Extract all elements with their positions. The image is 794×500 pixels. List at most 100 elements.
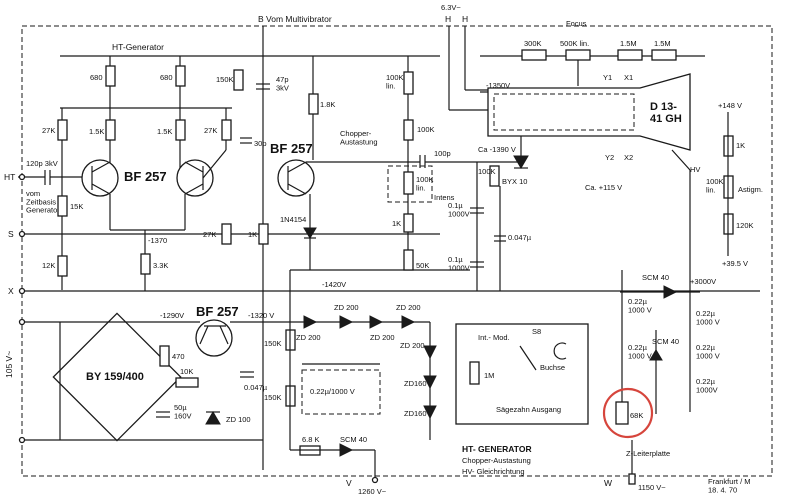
r15m-a-label: 1.5M [620,39,637,48]
r1k-r-label: 1K [736,141,745,150]
crt-tube [487,73,691,151]
r15k-b [175,119,186,141]
label-s8: S8 [532,327,541,336]
terminal-w [628,473,636,485]
input-mains: 105 V~ [4,351,14,378]
crt-pin-x1: X1 [624,73,633,82]
transistor-bf257-2 [176,159,214,197]
footer-title: HT- GENERATOR [462,444,532,454]
zd200-a [303,315,318,329]
c0047u-b-label: 0.047µ [244,383,268,392]
r15m-b-label: 1.5M [654,39,671,48]
label-saegezahn: Sägezahn Ausgang [496,405,561,414]
zd200-e-label: ZD 200 [400,341,425,350]
v1420: -1420V [322,280,346,289]
crt-type: D 13-41 GH [650,101,682,125]
label-astigm: Astigm. [738,185,763,194]
r27k-b-label: 27K [204,126,217,135]
r50k-label: 50K [416,261,429,270]
bridge-label: BY 159/400 [86,371,144,383]
r150k-top [233,69,244,91]
bridge-rectifier [52,312,182,442]
highlight-circle [602,387,654,439]
input-v: V [346,478,352,488]
input-s: S [8,229,14,239]
v148: +148 V [718,101,742,110]
label-focus: Focus [566,19,587,28]
r120k-label: 120K [736,221,754,230]
footer-line2: Chopper-Austastung [462,456,531,465]
zd200-d [401,315,416,329]
r150k-a-label: 150K [264,339,282,348]
terminal-v [371,476,379,484]
transistor-bf257-3 [277,159,315,197]
zd200-d-label: ZD 200 [396,303,421,312]
r100k-s-label: 100K [478,167,496,176]
r1k-mid-label: 1K [392,219,401,228]
terminal-s [18,230,26,238]
label-bf257-3: BF 257 [270,141,313,156]
t1-e [91,183,111,195]
r300k-label: 300K [524,39,542,48]
r100k-mid-label: 100K [417,125,435,134]
scm40-c-label: SCM 40 [652,337,679,346]
r68k-highlight [615,401,629,425]
input-x: X [8,286,14,296]
r15k-a [105,119,116,141]
r500k-label: 500K lin. [560,39,589,48]
crt-hv: HV [690,165,700,174]
zd200-c-label: ZD 200 [370,333,395,342]
t2-base-wire [202,149,227,179]
r27k-a-label: 27K [42,126,55,135]
r100k-intens [403,171,414,195]
label-intens: Intens [434,193,455,202]
r1k-c-label: 1K [248,230,257,239]
t2-c [184,161,204,173]
input-h1: H [445,14,451,24]
zd160-b-label: ZD160 [404,409,427,418]
t3-e [287,183,307,195]
r33k-label: 3.3K [153,261,168,270]
zd100-label: ZD 100 [226,415,251,424]
zd160-a [423,375,437,390]
r100k-lin-top [403,71,414,95]
c0047u-label: 0.047µ [508,233,532,242]
r15k-a-label: 1.5K [89,127,104,136]
v1290: -1290V [160,311,184,320]
label-z-board: Z-Leiterplatte [626,449,670,458]
c120p-label: 120p 3kV [26,159,58,168]
r15k-z-label: 15K [70,202,83,211]
c100p-label: 100p [434,149,451,158]
r300k [521,49,547,61]
r68k-a-label: 6.8 K [302,435,320,444]
r15k-z [57,195,68,217]
r12k-label: 12K [42,261,55,270]
transistor-bf257-1 [81,159,119,197]
input-heater-voltage: 6.3V~ [441,3,461,12]
label-buchse: Buchse [540,363,565,372]
t1-c [91,161,111,173]
buchse-icon [553,342,567,360]
v1320: -1320 V [248,311,274,320]
c30p-label: 30p [254,139,267,148]
r500k [565,49,591,61]
r150k-top-label: 150K [216,75,234,84]
r15m-b [651,49,677,61]
crt-pin-x2: X2 [624,153,633,162]
r680-a [105,65,116,87]
v3000: +3000V [690,277,716,286]
zd160-a-label: ZD160 [404,379,427,388]
input-ht: HT [4,172,15,182]
r15m-a [617,49,643,61]
scm40-b-label: SCM 40 [642,273,669,282]
r1m [469,361,480,385]
terminal-mains-a [18,318,26,326]
zd200-a-label: ZD 200 [296,333,321,342]
